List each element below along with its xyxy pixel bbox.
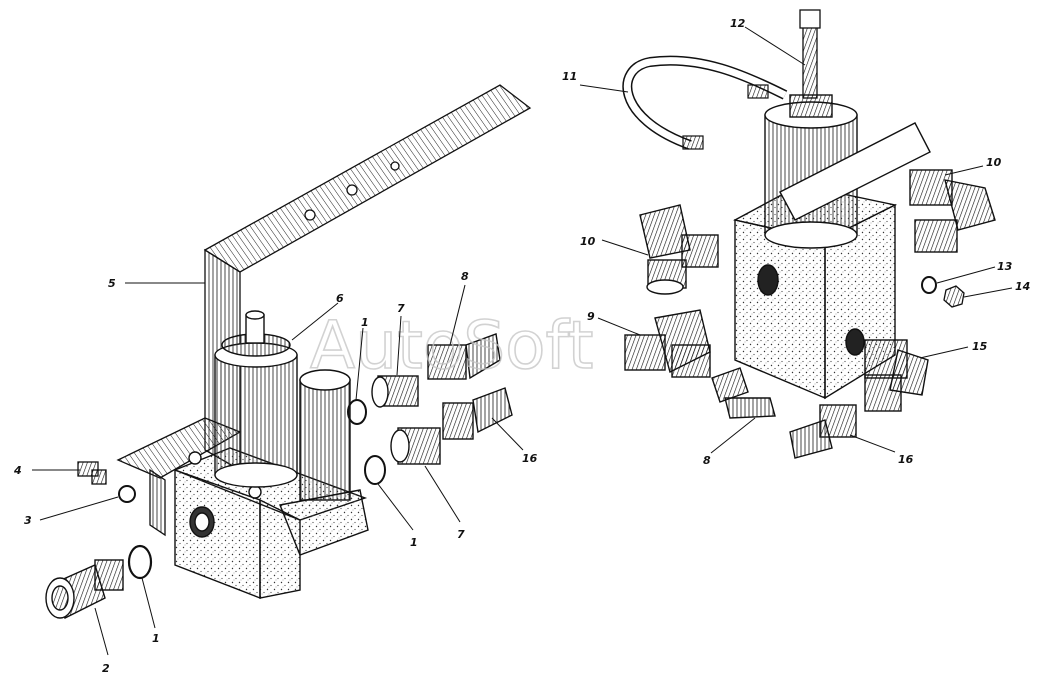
lower-fitting-16 <box>442 387 513 440</box>
left-solenoid-coil <box>214 310 298 488</box>
union-fitting-2 <box>45 559 124 619</box>
watermark-text: AutoSoft <box>310 307 593 384</box>
callout-8-left: 8 <box>461 270 469 283</box>
upper-fitting-8 <box>427 333 501 380</box>
tee-fitting-9 <box>624 309 711 378</box>
callout-7-lower: 7 <box>457 528 465 541</box>
elbow-fitting-15 <box>864 339 929 412</box>
elbow-fitting-10-right <box>909 169 996 253</box>
callout-11: 11 <box>562 70 577 83</box>
callout-16-right: 16 <box>898 453 914 466</box>
leader-lines <box>32 26 1013 656</box>
washer-3 <box>118 485 136 503</box>
callout-1-upper: 1 <box>361 316 369 329</box>
right-clamp-strap <box>779 122 931 221</box>
callout-7-upper: 7 <box>397 302 405 315</box>
upper-fitting-7 <box>347 375 419 425</box>
callout-8-right: 8 <box>703 454 711 467</box>
callout-1-lower: 1 <box>410 536 418 549</box>
plug-fitting-8 <box>711 367 776 419</box>
elbow-fitting-10-left <box>639 204 719 295</box>
callout-10-left: 10 <box>580 235 596 248</box>
callout-6: 6 <box>336 292 344 305</box>
callout-9: 9 <box>587 310 595 323</box>
nut-14 <box>943 285 965 308</box>
callout-2: 2 <box>102 662 110 675</box>
seal-ring-1 <box>127 544 153 580</box>
washer-13 <box>921 276 937 294</box>
callout-14: 14 <box>1015 280 1030 293</box>
bolt-4 <box>77 461 107 485</box>
callout-labels: 1 2 3 4 5 6 1 7 8 1 7 16 11 12 10 10 13 … <box>13 17 1030 675</box>
callout-13: 13 <box>997 260 1013 273</box>
callout-15: 15 <box>972 340 988 353</box>
tube-11 <box>622 55 788 150</box>
callout-10-right: 10 <box>986 156 1002 169</box>
callout-3: 3 <box>24 514 32 527</box>
callout-16-left: 16 <box>522 452 538 465</box>
plug-fitting-16 <box>789 404 857 459</box>
lower-fitting-7 <box>364 427 441 485</box>
callout-12: 12 <box>730 17 746 30</box>
callout-4: 4 <box>13 464 22 477</box>
callout-1-lower-left: 1 <box>152 632 160 645</box>
left-connector-block <box>279 369 369 556</box>
callout-5: 5 <box>108 277 116 290</box>
adjusting-screw-12 <box>799 9 821 99</box>
